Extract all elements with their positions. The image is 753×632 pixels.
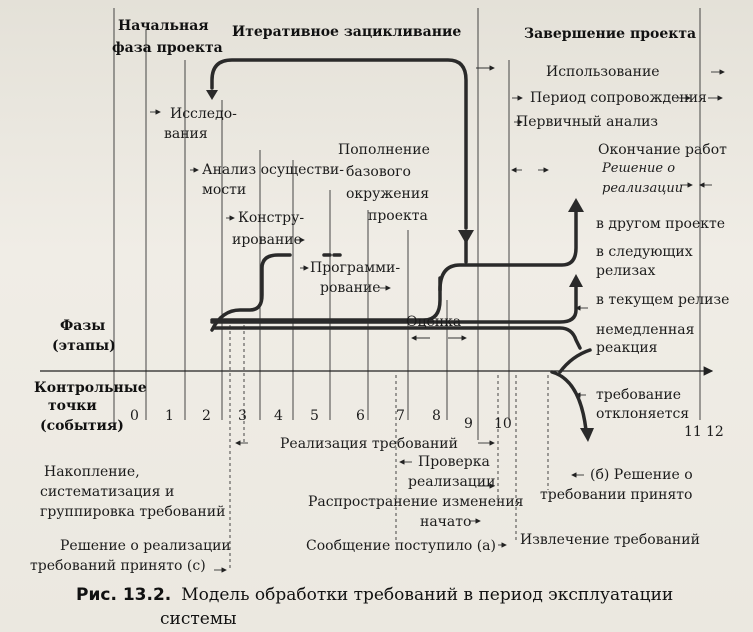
label-decision-b-1: (б) Решение о — [590, 467, 693, 483]
axis-tick-1: 1 — [165, 408, 174, 424]
label-req-extraction: Извлечение требований — [520, 532, 700, 548]
label-implementation-decision-1: Решение о — [601, 161, 675, 176]
label-usage: Использование — [546, 64, 660, 80]
label-checkpoints-3: (события) — [40, 418, 124, 434]
label-decision-c-1: Решение о реализации — [60, 538, 231, 554]
label-requirement-rejected-1: требование — [596, 387, 681, 403]
label-change-spread-1: Распространение изменения — [308, 494, 524, 510]
axis-tick-11: 11 — [684, 424, 702, 440]
label-change-spread-2: начато — [420, 514, 471, 530]
label-research-2: вания — [164, 126, 208, 142]
axis-tick-5: 5 — [310, 408, 319, 424]
label-iterative-loop: Итеративное зацикливание — [232, 24, 461, 40]
label-env-update-2: базового — [346, 164, 411, 180]
axis-tick-7: 7 — [396, 408, 405, 424]
label-req-implementation: Реализация требований — [280, 436, 458, 452]
label-programming-2: рование — [320, 280, 381, 296]
label-feasibility-1: Анализ осуществи- — [202, 162, 344, 178]
label-implementation-decision-2: реализации — [602, 181, 683, 196]
axis-tick-4: 4 — [274, 408, 283, 424]
label-design-1: Констру- — [238, 210, 304, 226]
label-phases-2: (этапы) — [52, 338, 116, 354]
label-accumulation-3: группировка требований — [40, 504, 225, 520]
label-programming-1: Программи- — [310, 260, 400, 276]
label-initial-analysis: Первичный анализ — [516, 114, 658, 130]
label-immediate-reaction-1: немедленная — [596, 322, 695, 338]
figure-caption-line-2: системы — [160, 609, 237, 629]
label-evaluation: Оценка — [406, 314, 461, 330]
label-env-update-1: Пополнение — [338, 142, 430, 158]
axis-tick-3: 3 — [238, 408, 247, 424]
label-impl-check-2: реализации — [408, 474, 495, 490]
label-next-releases-1: в следующих — [596, 244, 693, 260]
label-other-project: в другом проекте — [596, 216, 725, 232]
label-current-release: в текущем релизе — [596, 292, 729, 308]
label-impl-check-1: Проверка — [418, 454, 490, 470]
phase-arrows — [150, 65, 725, 573]
label-decision-b-2: требовании принято — [540, 487, 692, 503]
axis-tick-8: 8 — [432, 408, 441, 424]
axis-tick-9: 9 — [464, 416, 473, 432]
label-work-end: Окончание работ — [598, 142, 727, 158]
vertical-grid-lines — [113, 8, 701, 440]
label-next-releases-2: релизах — [596, 263, 655, 279]
label-requirement-rejected-2: отклоняется — [596, 406, 689, 422]
dashed-reference-lines — [229, 325, 549, 570]
label-env-update-4: проекта — [368, 208, 428, 224]
label-initial-phase-2: фаза проекта — [112, 40, 223, 56]
axis-tick-0: 0 — [130, 408, 139, 424]
label-design-2: ирование — [232, 232, 302, 248]
axis-tick-labels: 0 1 2 3 4 5 6 7 8 9 10 11 12 — [130, 408, 724, 440]
label-phases-1: Фазы — [60, 318, 105, 334]
label-initial-phase: Начальная — [118, 18, 209, 34]
label-research-1: Исследо- — [170, 106, 237, 122]
label-project-completion: Завершение проекта — [524, 26, 696, 42]
label-maintenance-period: Период сопровождения — [530, 90, 707, 106]
label-feasibility-2: мости — [202, 182, 246, 198]
axis-tick-12: 12 — [706, 424, 724, 440]
label-env-update-3: окружения — [346, 186, 429, 202]
label-accumulation-2: систематизация и — [40, 484, 174, 500]
label-message-received: Сообщение поступило (а) — [306, 538, 496, 554]
label-immediate-reaction-2: реакция — [596, 340, 658, 356]
axis-tick-6: 6 — [356, 408, 365, 424]
label-accumulation-1: Накопление, — [44, 464, 140, 480]
figure-caption: Рис. 13.2. Модель обработки требований в… — [76, 585, 673, 605]
label-checkpoints-2: точки — [48, 398, 97, 414]
label-decision-c-2: требований принято (с) — [30, 558, 206, 574]
axis-tick-10: 10 — [494, 416, 512, 432]
label-checkpoints-1: Контрольные — [34, 380, 147, 396]
process-flow-paths — [206, 58, 594, 442]
axis-tick-2: 2 — [202, 408, 211, 424]
